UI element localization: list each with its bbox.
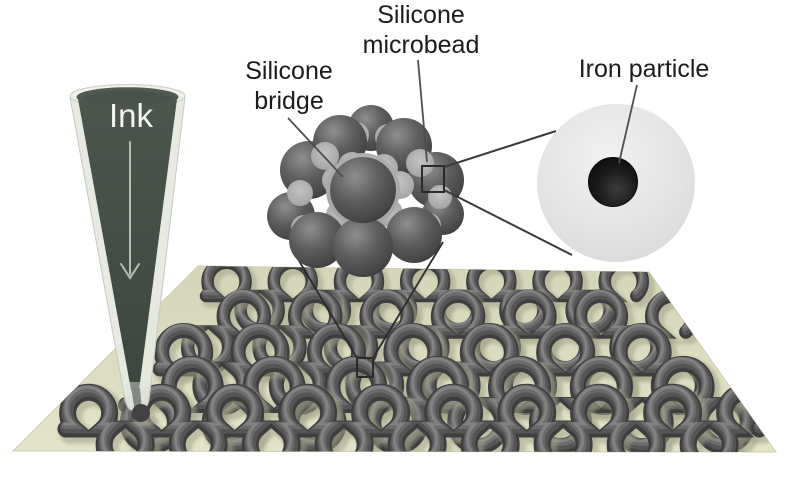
nozzle-ink-body xyxy=(78,99,177,390)
printed-trace xyxy=(183,289,693,365)
pattern-magnifier-callout xyxy=(291,241,444,378)
callout-line xyxy=(291,248,358,359)
bead-magnifier-callout xyxy=(443,130,573,256)
magnifier-square-pattern xyxy=(356,357,374,378)
silicone-bead xyxy=(386,207,442,263)
microbead-crosssection-circle xyxy=(537,104,695,262)
callout-line xyxy=(372,241,444,359)
iron-particle-dot xyxy=(588,157,638,207)
ink-nozzle-icon xyxy=(69,84,186,426)
silicone-bridge-label: Silicone bridge xyxy=(245,57,333,115)
silicone-microbead-label: Silicone microbead xyxy=(362,1,480,59)
printed-serpentine-pattern xyxy=(57,266,776,452)
iron-particle-label: Iron particle xyxy=(578,55,710,83)
ink-label: Ink xyxy=(108,97,154,134)
extruded-ink-blob xyxy=(132,404,150,422)
callout-line xyxy=(443,189,573,256)
silicone-bead xyxy=(289,212,345,268)
printed-trace xyxy=(62,385,767,452)
nozzle-top-ink-shade xyxy=(82,90,173,107)
leader-silicone-bridge xyxy=(287,117,344,178)
nozzle-glass-tip xyxy=(126,382,148,406)
silicone-bead-cluster xyxy=(267,105,464,277)
leader-iron-particle xyxy=(618,84,638,164)
down-arrow-icon xyxy=(120,141,140,280)
leader-silicone-microbead xyxy=(417,59,428,163)
silicone-bead xyxy=(333,217,393,277)
magnifier-square-bead xyxy=(421,165,445,193)
printed-trace xyxy=(203,266,643,326)
callout-line xyxy=(443,130,557,168)
silicone-bead-center xyxy=(330,157,396,223)
label-leader-lines xyxy=(287,59,638,178)
